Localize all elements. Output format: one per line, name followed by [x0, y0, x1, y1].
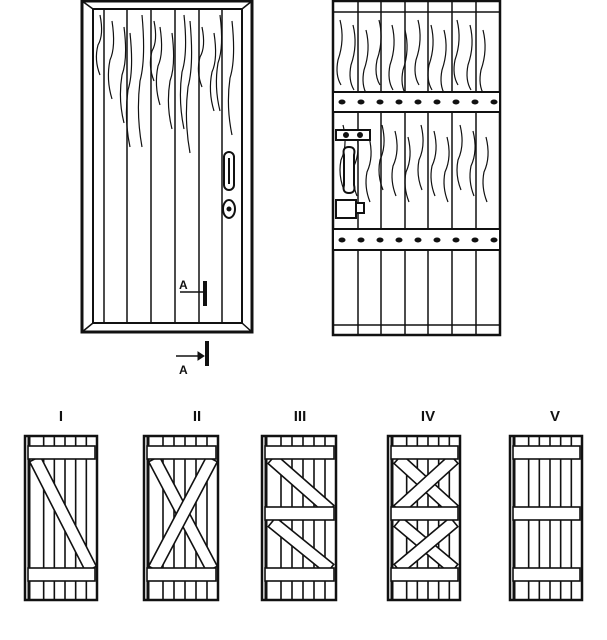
- door-type-3: [260, 434, 338, 602]
- door-type-2: [142, 434, 220, 602]
- door-type-label: II: [193, 408, 201, 425]
- door-type-label: IV: [421, 408, 435, 425]
- door-type-label: III: [294, 408, 307, 425]
- section-label-bottom: A: [179, 363, 188, 377]
- plank-door-back-view: [331, 0, 502, 337]
- keyhole-icon: [222, 199, 236, 219]
- section-marker: [176, 281, 209, 366]
- door-type-label: V: [550, 408, 560, 425]
- door-handle-icon: [223, 151, 235, 191]
- door-type-5: [508, 434, 584, 602]
- framed-door-front-view: [80, 0, 254, 334]
- door-type-4: [386, 434, 462, 602]
- section-label-top: A: [179, 278, 188, 292]
- door-type-1: [23, 434, 99, 602]
- hinge-latch-icon: [335, 129, 371, 219]
- door-type-label: I: [59, 408, 63, 425]
